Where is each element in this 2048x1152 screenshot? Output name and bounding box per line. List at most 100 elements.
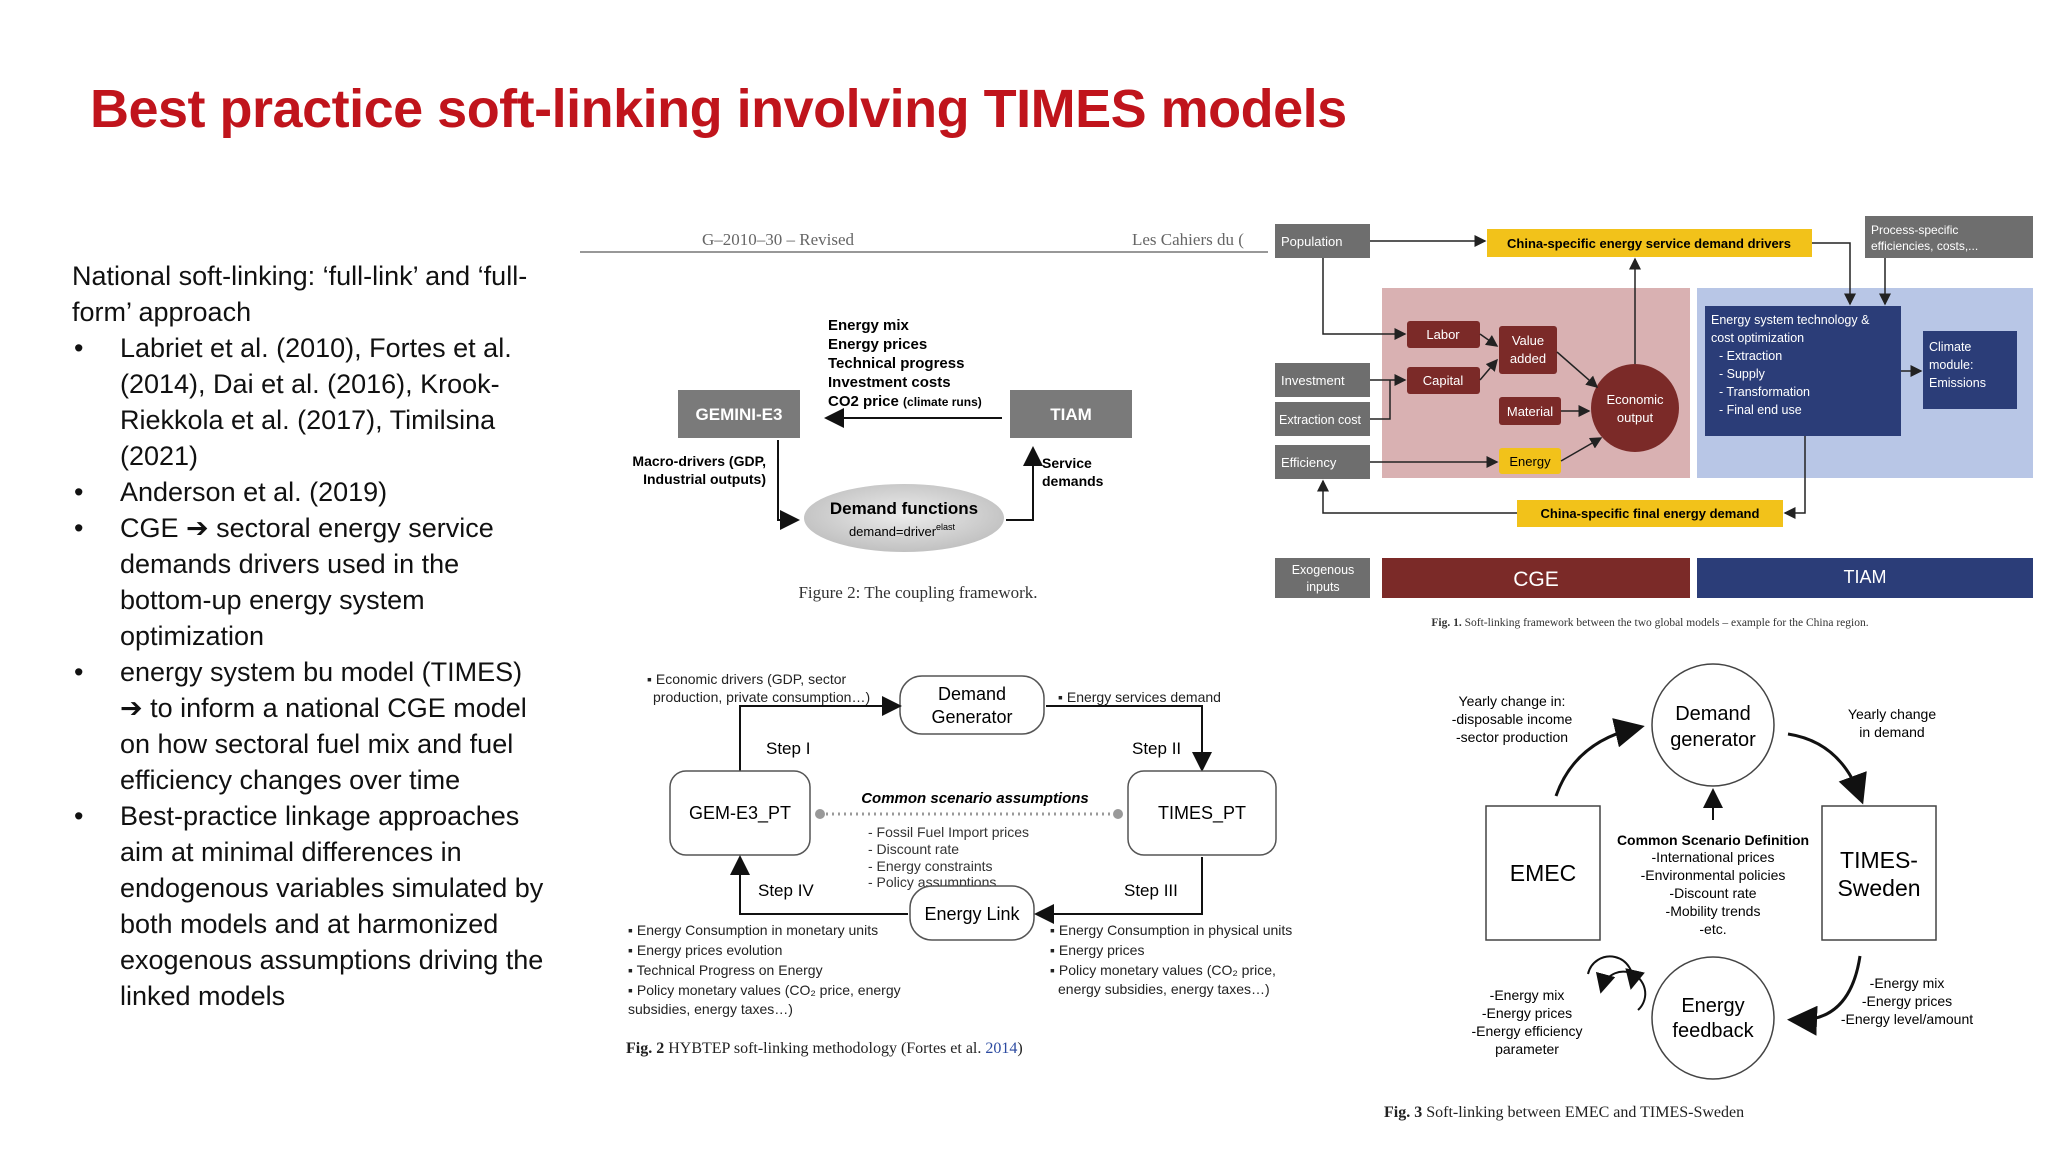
step4-arrow: [730, 855, 908, 915]
demand-generator-label: Demand: [1675, 703, 1751, 725]
times-pt-label: TIMES_PT: [1158, 803, 1246, 824]
tech-label: - Transformation: [1719, 385, 1810, 399]
paper-header-left: G–2010–30 – Revised: [702, 230, 855, 249]
tech-label: - Final end use: [1719, 403, 1802, 417]
co2-label: CO2 price (climate runs): [828, 393, 982, 410]
common-item: -Mobility trends: [1666, 903, 1761, 919]
energy-services: ▪ Energy services demand: [1058, 689, 1221, 705]
link-dot: [815, 809, 825, 819]
process-box: [1865, 216, 2033, 258]
tech-label: cost optimization: [1711, 331, 1804, 345]
gemini-label: GEMINI-E3: [696, 405, 783, 424]
left-list-item: ▪ Energy prices evolution: [628, 942, 782, 958]
gemini-box: [678, 390, 800, 438]
climate-label: module:: [1929, 358, 1973, 372]
common-item: -Discount rate: [1669, 885, 1756, 901]
left-list-item: ▪ Policy monetary values (CO₂ price, ene…: [628, 982, 901, 998]
right-feedback-label: -Energy mix: [1870, 975, 1945, 991]
final-efficiency-arrow: [1317, 479, 1517, 514]
labor-box: [1407, 321, 1480, 348]
macro-label: Industrial outputs): [643, 471, 766, 487]
figure-caption: Fig. 3 Soft-linking between EMEC and TIM…: [1384, 1104, 1744, 1121]
population-label: Population: [1281, 234, 1342, 249]
process-label: Process-specific: [1871, 223, 1958, 237]
demand-generator-label: generator: [1670, 729, 1756, 751]
population-box: [1275, 224, 1370, 258]
figure-caption: Figure 2: The coupling framework.: [798, 583, 1037, 602]
left-list-item: ▪ Technical Progress on Energy: [628, 962, 823, 978]
hybtep-figure: ▪ Economic drivers (GDP, sector producti…: [626, 671, 1292, 1057]
econ-drivers: production, private consumption…): [653, 689, 870, 705]
assumption-item: - Fossil Fuel Import prices: [868, 824, 1029, 840]
yearly-demand-label: Yearly change: [1848, 706, 1936, 722]
assumption-item: - Discount rate: [868, 841, 959, 857]
figure-caption: Fig. 1. Soft-linking framework between t…: [1431, 617, 1868, 629]
efficiency-label: Efficiency: [1281, 455, 1337, 470]
energy-label: Energy: [1509, 454, 1551, 469]
flow-label: Energy prices: [828, 336, 927, 353]
bullet-list: Labriet et al. (2010), Fortes et al. (20…: [72, 330, 552, 1014]
extraction-cost-label: Extraction cost: [1279, 413, 1362, 427]
times-sweden-label: TIMES-: [1840, 847, 1918, 873]
energy-link-label: Energy Link: [924, 904, 1020, 924]
process-label: efficiencies, costs,...: [1871, 239, 1978, 253]
left-list-item: subsidies, energy taxes…): [628, 1001, 793, 1017]
drivers-tech-arrow: [1812, 242, 1856, 306]
step2-label: Step II: [1132, 739, 1181, 758]
capital-va-arrow: [1479, 358, 1498, 381]
tiam-box: [1010, 390, 1132, 438]
value-added-label: Value: [1512, 333, 1544, 348]
gem-e3-label: GEM-E3_PT: [689, 803, 791, 824]
demand-generator-circle: [1651, 663, 1775, 787]
right-list-item: ▪ Policy monetary values (CO₂ price,: [1050, 962, 1276, 978]
investment-box: [1275, 363, 1370, 397]
right-feedback-label: -Energy prices: [1862, 993, 1952, 1009]
yearly-income-label: -sector production: [1456, 729, 1568, 745]
yearly-demand-label: in demand: [1859, 724, 1924, 740]
cge-legend-label: CGE: [1513, 568, 1559, 591]
value-added-label: added: [1510, 351, 1546, 366]
step3-arrow: [1034, 857, 1203, 924]
demand-functions-ellipse: [804, 484, 1004, 552]
macro-label: Macro-drivers (GDP,: [632, 453, 766, 469]
economic-output-label: Economic: [1606, 392, 1664, 407]
tech-label: Energy system technology &: [1711, 313, 1870, 327]
left-feedback-label: -Energy efficiency: [1471, 1023, 1582, 1039]
service-label: Service: [1042, 455, 1092, 471]
tech-final-arrow: [1783, 436, 1806, 519]
service-label: demands: [1042, 473, 1104, 489]
right-list-item: ▪ Energy Consumption in physical units: [1050, 922, 1292, 938]
times-pt-box: [1127, 770, 1277, 856]
capital-box: [1407, 367, 1480, 394]
china-softlink-figure: Population Investment Extraction cost Ef…: [1275, 216, 2033, 629]
tiam-legend: [1697, 558, 2033, 598]
common-item: -etc.: [1699, 921, 1726, 937]
demand-generator-label: Demand: [938, 684, 1006, 704]
demand-drivers-box: [1487, 229, 1812, 257]
material-label: Material: [1507, 404, 1553, 419]
climate-label: Emissions: [1929, 376, 1986, 390]
bullet-item: Anderson et al. (2019): [72, 474, 552, 510]
common-item: -International prices: [1652, 849, 1775, 865]
tech-box: [1705, 306, 1901, 436]
step3-label: Step III: [1124, 881, 1178, 900]
investment-label: Investment: [1281, 373, 1345, 388]
generator-to-times-arrow: [1787, 732, 1867, 805]
demand-functions-title: Demand functions: [830, 499, 978, 518]
right-list-item: ▪ Energy prices: [1050, 942, 1144, 958]
service-arrow: [1006, 446, 1043, 521]
extraction-cost-box: [1275, 402, 1370, 436]
common-item: -Environmental policies: [1641, 867, 1786, 883]
va-output-arrow: [1556, 351, 1599, 388]
exogenous-label: inputs: [1306, 580, 1339, 594]
step1-arrow: [739, 696, 902, 771]
demand-formula: demand=driverelast: [849, 522, 956, 539]
tiam-label: TIAM: [1050, 405, 1092, 424]
emec-box: [1485, 805, 1601, 941]
tech-label: - Extraction: [1719, 349, 1782, 363]
slide-title: Best practice soft-linking involving TIM…: [90, 79, 1347, 139]
climate-label: Climate: [1929, 340, 1971, 354]
assumption-item: - Energy constraints: [868, 858, 993, 874]
left-list-item: ▪ Energy Consumption in monetary units: [628, 922, 878, 938]
energy-feedback-label: feedback: [1672, 1020, 1754, 1042]
